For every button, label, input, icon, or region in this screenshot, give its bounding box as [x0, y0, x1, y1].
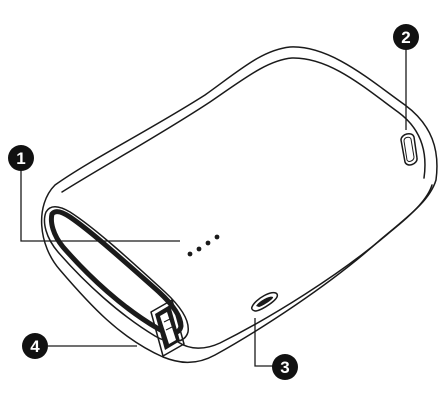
- top-face-edge: [61, 57, 426, 193]
- callout-number-4: 4: [30, 337, 40, 356]
- front-face-rim: [48, 209, 184, 336]
- led-dot: [187, 251, 193, 257]
- front-end-face: [43, 206, 189, 343]
- callout-badge-4: 4: [22, 333, 48, 359]
- leader-line-1: [20, 160, 180, 242]
- callout-number-1: 1: [16, 149, 25, 168]
- usb-output-port: [150, 299, 185, 357]
- callout-number-2: 2: [401, 28, 410, 47]
- led-dot: [196, 246, 202, 252]
- led-dot: [205, 240, 211, 246]
- bottom-side-edge: [177, 184, 433, 349]
- led-indicators: [187, 234, 220, 257]
- callout-badge-3: 3: [272, 354, 298, 380]
- callout-number-3: 3: [280, 358, 289, 377]
- callout-badge-1: 1: [8, 145, 34, 171]
- power-button: [400, 132, 418, 166]
- power-bank-body: [40, 46, 438, 364]
- leader-lines: [20, 40, 407, 367]
- led-dot: [214, 234, 220, 240]
- micro-usb-port: [251, 292, 278, 312]
- leader-line-3: [254, 318, 275, 367]
- body-outline: [40, 46, 438, 364]
- callout-badge-2: 2: [393, 24, 419, 50]
